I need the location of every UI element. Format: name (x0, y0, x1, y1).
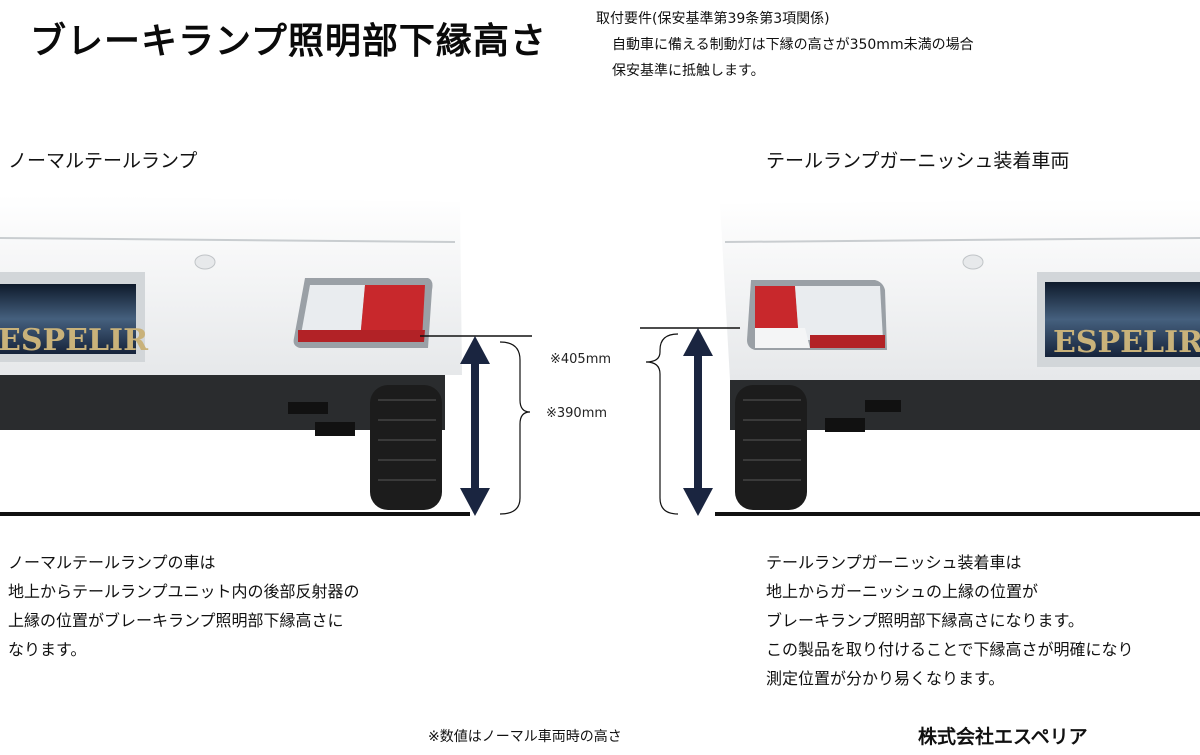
tire (370, 385, 442, 510)
left-desc-line: 地上からテールランプユニット内の後部反射器の (8, 582, 360, 601)
measurement-graphic (420, 327, 740, 516)
right-label: テールランプガーニッシュ装着車両 (766, 150, 1070, 172)
tire (735, 385, 807, 510)
license-plate (1045, 282, 1200, 357)
requirement-line-3: 保安基準に抵触します。 (612, 63, 765, 79)
left-desc-line: なります。 (8, 640, 87, 659)
right-desc-line: テールランプガーニッシュ装着車は (766, 553, 1022, 572)
page-title: ブレーキランプ照明部下縁高さ (30, 21, 547, 62)
requirement-text: 取付要件(保安基準第39条第3項関係) 自動車に備える制動灯は下縁の高さが350… (596, 6, 974, 84)
right-desc-line: 測定位置が分かり易くなります。 (766, 669, 1005, 688)
left-desc-line: 上縁の位置がブレーキランプ照明部下縁高さに (8, 611, 344, 630)
parking-sensor (962, 254, 984, 270)
left-height-arrow (460, 336, 490, 516)
right-height-arrow (683, 328, 713, 516)
left-measurement-value: ※390mm (546, 406, 608, 421)
license-plate (0, 284, 136, 354)
requirement-line-1: 取付要件(保安基準第39条第3項関係) (596, 11, 830, 27)
normal-tail-lamp-photo: ESPELIR (0, 195, 470, 516)
right-desc-line: 地上からガーニッシュの上縁の位置が (766, 582, 1039, 601)
left-description: ノーマルテールランプの車は 地上からテールランプユニット内の後部反射器の 上縁の… (8, 548, 360, 664)
plate-text: ESPELIR (0, 323, 149, 358)
ground-line (715, 512, 1200, 516)
left-desc-line: ノーマルテールランプの車は (8, 553, 216, 572)
right-measurement-value: ※405mm (550, 352, 612, 367)
requirement-line-2: 自動車に備える制動灯は下縁の高さが350mm未満の場合 (612, 37, 974, 53)
left-bracket (499, 341, 531, 515)
garnish-tail-lamp-photo: ESPELIR (715, 198, 1200, 516)
plate-text: ESPELIR (1053, 325, 1200, 360)
company-name: 株式会社エスペリア (918, 726, 1088, 748)
right-desc-line: この製品を取り付けることで下縁高さが明確になり (766, 640, 1134, 659)
parking-sensor (194, 254, 216, 270)
right-desc-line: ブレーキランプ照明部下縁高さになります。 (766, 611, 1084, 630)
right-description: テールランプガーニッシュ装着車は 地上からガーニッシュの上縁の位置が ブレーキラ… (766, 548, 1134, 693)
left-label: ノーマルテールランプ (8, 150, 198, 172)
garnish (755, 328, 810, 348)
suspension-part (288, 402, 328, 414)
right-bracket (645, 333, 679, 515)
footnote: ※数値はノーマル車両時の高さ (428, 729, 622, 745)
ground-line (0, 512, 470, 516)
